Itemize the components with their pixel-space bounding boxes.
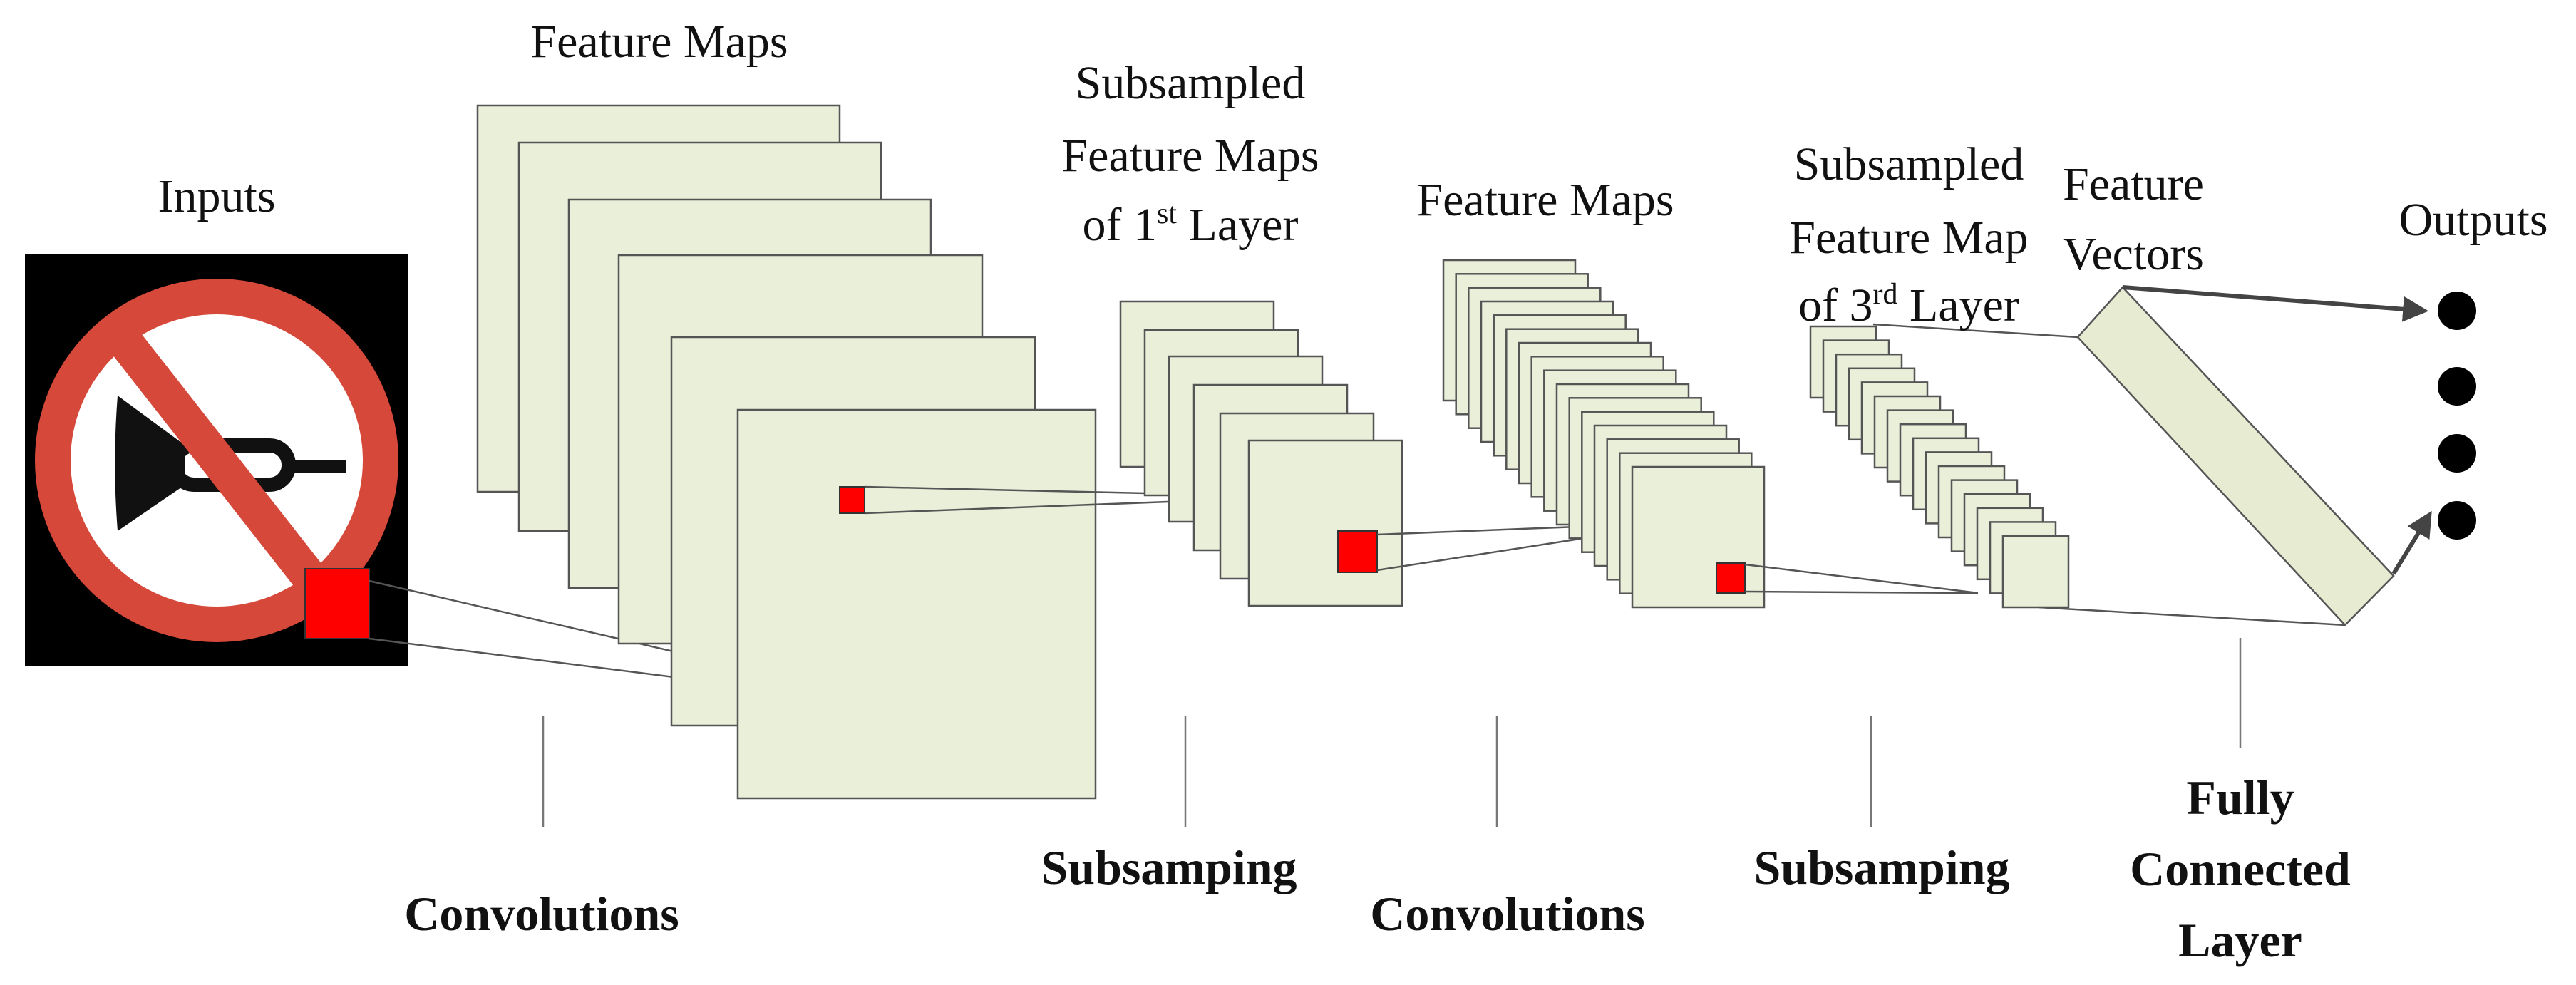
svg-text:Layer: Layer	[2178, 913, 2302, 967]
feature-map-front	[736, 408, 1097, 800]
stage-subsampling-1: Subsamping	[1041, 840, 1297, 894]
label-outputs: Outputs	[2399, 194, 2547, 246]
subsampled-maps-2	[1809, 325, 2070, 609]
feature-maps-1	[476, 104, 1097, 800]
svg-text:of 3rd Layer: of 3rd Layer	[1798, 278, 2019, 331]
output-nodes	[2438, 292, 2476, 540]
stage-fully-connected: Fully Connected Layer	[2130, 770, 2351, 967]
feature-maps-2	[1442, 259, 1766, 609]
feature-vector	[2076, 286, 2395, 626]
output-node	[2438, 367, 2476, 406]
subsampled-1-receptive-field	[1337, 530, 1378, 573]
output-node	[2438, 501, 2476, 540]
label-subsampled-1: Subsampled Feature Maps of 1st Layer	[1061, 57, 1319, 251]
svg-text:Fully: Fully	[2186, 770, 2294, 825]
output-node	[2438, 292, 2476, 330]
label-feature-vectors: Feature Vectors	[2063, 158, 2204, 280]
stage-convolutions-1: Convolutions	[404, 887, 679, 941]
label-inputs: Inputs	[158, 170, 276, 222]
svg-text:Subsampled: Subsampled	[1794, 138, 2024, 190]
svg-text:Vectors: Vectors	[2063, 228, 2204, 280]
svg-text:Feature Map: Feature Map	[1789, 212, 2028, 264]
label-subsampled-2: Subsampled Feature Map of 3rd Layer	[1789, 138, 2028, 331]
stage-subsampling-2: Subsamping	[1753, 840, 2009, 894]
stage-convolutions-2: Convolutions	[1370, 887, 1644, 941]
feature-map-2-receptive-field	[1716, 562, 1746, 594]
input-receptive-field	[304, 568, 370, 639]
output-arrow-top	[2122, 285, 2429, 322]
label-feature-maps-1: Feature Maps	[530, 16, 788, 68]
output-arrow-bottom	[2391, 510, 2432, 575]
feature-map-1-receptive-field	[839, 486, 865, 514]
label-feature-maps-2: Feature Maps	[1416, 174, 1674, 226]
input-image	[25, 254, 408, 666]
subsampled-maps-1	[1119, 300, 1403, 607]
svg-text:Feature: Feature	[2063, 158, 2204, 210]
svg-text:Subsampled: Subsampled	[1076, 57, 1306, 109]
output-node	[2438, 434, 2476, 473]
svg-text:Connected: Connected	[2130, 842, 2351, 896]
svg-text:Feature Maps: Feature Maps	[1061, 130, 1319, 182]
map-layer	[2001, 535, 2070, 609]
svg-text:of 1st Layer: of 1st Layer	[1083, 197, 1299, 251]
